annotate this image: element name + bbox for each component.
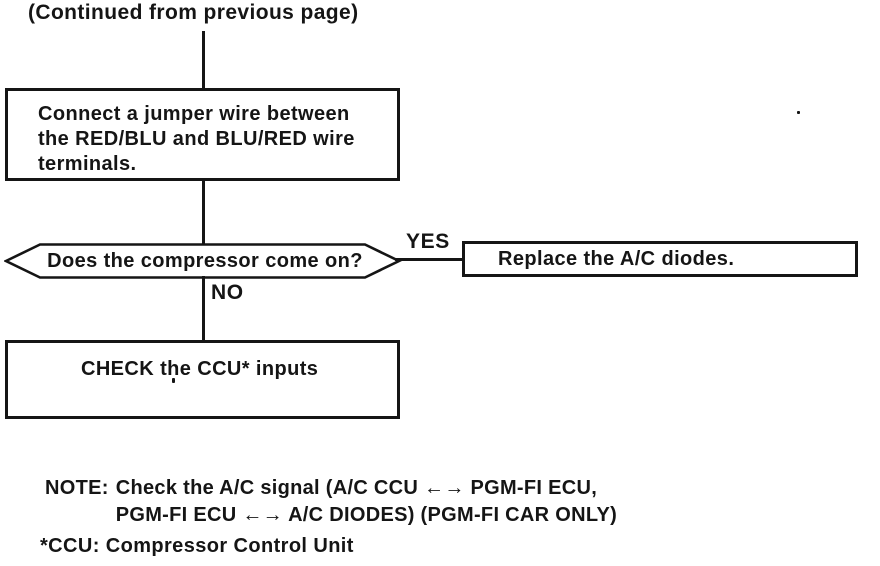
- note-line-1: Check the A/C signal (A/C CCU ←→ PGM-FI …: [115, 477, 598, 499]
- ccu-footnote: *CCU: Compressor Control Unit: [40, 535, 354, 557]
- continued-header: (Continued from previous page): [28, 1, 359, 24]
- decision-question: Does the compressor come on?: [47, 249, 363, 272]
- note-block: NOTE: Check the A/C signal (A/C CCU ←→ P…: [45, 475, 617, 529]
- note-line-2: PGM-FI ECU ←→ A/C DIODES) (PGM-FI CAR ON…: [115, 504, 618, 526]
- process-box-line: Connect a jumper wire between: [38, 103, 350, 125]
- note-label: NOTE:: [45, 477, 109, 499]
- scan-speck: [797, 111, 800, 114]
- decision-hexagon-outline: [4, 243, 402, 279]
- process-box-line: the RED/BLU and BLU/RED wire: [38, 128, 355, 150]
- process-box-line: terminals.: [38, 153, 137, 175]
- action-box-text: CHECK the CCU* inputs: [81, 358, 319, 380]
- note-lines: Check the A/C signal (A/C CCU ←→ PGM-FI …: [116, 475, 617, 529]
- action-box-check-ccu: CHECK the CCU* inputs: [5, 340, 400, 419]
- connector-no-vertical: [202, 276, 205, 341]
- action-box-replace-diodes: Replace the A/C diodes.: [462, 241, 858, 277]
- no-label: NO: [211, 281, 244, 304]
- connector-top-vertical: [202, 31, 205, 89]
- scan-speck: [172, 378, 175, 383]
- connector-yes-horizontal: [395, 258, 464, 261]
- connector-box1-to-decision: [202, 179, 205, 244]
- process-box-jumper-wire: Connect a jumper wire between the RED/BL…: [5, 88, 400, 181]
- decision-hexagon: Does the compressor come on?: [4, 242, 402, 280]
- yes-label: YES: [406, 230, 450, 253]
- action-box-text: Replace the A/C diodes.: [498, 248, 735, 270]
